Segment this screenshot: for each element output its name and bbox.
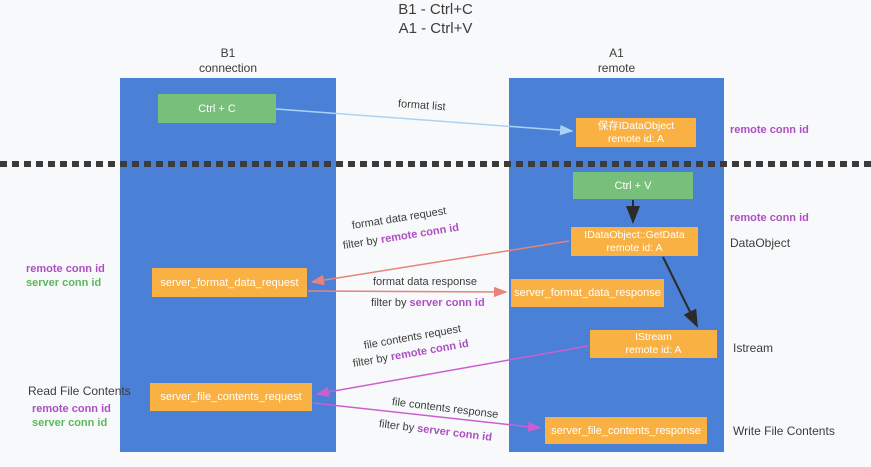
node-save-dataobject-line1: 保存IDataObject — [597, 119, 675, 132]
annotation-server-conn-id-left: server conn id — [26, 277, 102, 289]
format-data-response-arrow — [307, 286, 508, 298]
node-format-response-label: server_format_data_response — [514, 287, 661, 299]
format-data-response-filter: filter by server conn id — [371, 297, 485, 309]
node-ctrl-c: Ctrl + C — [158, 94, 276, 123]
node-getdata-line1: IDataObject::GetData — [584, 228, 685, 241]
node-idataobject-getdata: IDataObject::GetData remote id: A — [571, 227, 698, 256]
file-contents-response-filter: filter by server conn id — [378, 418, 492, 444]
left-column-name: B1 — [220, 46, 236, 60]
filter-prefix: filter by — [371, 297, 410, 309]
node-ctrl-c-label: Ctrl + C — [198, 102, 236, 115]
node-server-file-contents-response: server_file_contents_response — [545, 417, 707, 444]
file-contents-response-label: file contents response — [391, 396, 499, 421]
filter-key-server-conn-id: server conn id — [416, 422, 493, 444]
node-istream-line2: remote id: A — [625, 344, 682, 356]
node-istream-line1: IStream — [635, 331, 672, 343]
copy-paste-separator-line — [0, 161, 871, 167]
filter-prefix: filter by — [342, 234, 382, 252]
node-istream: IStream remote id: A — [590, 330, 717, 358]
title-line-2: A1 - Ctrl+V — [398, 20, 473, 37]
annotation-remote-conn-id-mid: remote conn id — [730, 212, 809, 224]
annotation-left-conn-ids: remote conn id server conn id — [26, 262, 105, 290]
node-save-dataobject: 保存IDataObject remote id: A — [576, 118, 696, 147]
node-ctrl-v-label: Ctrl + V — [614, 179, 652, 192]
right-column-name: A1 — [609, 46, 624, 60]
left-column-header: B1 connection — [120, 46, 336, 76]
left-column-role: connection — [198, 61, 258, 75]
format-list-label: format list — [397, 98, 446, 114]
diagram-title: B1 - Ctrl+C A1 - Ctrl+V — [0, 0, 871, 38]
annotation-remote-conn-id-left: remote conn id — [26, 263, 105, 275]
node-ctrl-v: Ctrl + V — [573, 172, 693, 199]
node-server-file-contents-request: server_file_contents_request — [150, 383, 312, 411]
title-line-1: B1 - Ctrl+C — [398, 1, 473, 18]
annotation-read-conn-ids: remote conn id server conn id — [32, 402, 111, 430]
node-getdata-line2: remote id: A — [606, 241, 663, 254]
node-server-format-data-request: server_format_data_request — [152, 268, 307, 297]
node-server-format-data-response: server_format_data_response — [511, 279, 664, 307]
node-save-dataobject-line2: remote id: A — [607, 132, 665, 145]
filter-prefix: filter by — [378, 418, 418, 435]
annotation-istream: Istream — [733, 341, 774, 355]
filter-prefix: filter by — [351, 351, 392, 370]
node-format-request-label: server_format_data_request — [160, 276, 299, 289]
node-file-request-label: server_file_contents_request — [160, 391, 302, 403]
annotation-read-server-conn-id: server conn id — [32, 417, 108, 429]
annotation-read-file-contents: Read File Contents — [28, 384, 131, 398]
node-file-response-label: server_file_contents_response — [551, 424, 701, 437]
annotation-dataobject: DataObject — [730, 236, 791, 250]
right-column-role: remote — [597, 61, 636, 75]
annotation-remote-conn-id-top: remote conn id — [730, 124, 809, 136]
filter-key-server-conn-id: server conn id — [409, 297, 485, 309]
annotation-write-file-contents: Write File Contents — [733, 424, 835, 438]
format-data-response-label: format data response — [373, 276, 477, 288]
right-column-header: A1 remote — [509, 46, 724, 76]
annotation-read-remote-conn-id: remote conn id — [32, 403, 111, 415]
